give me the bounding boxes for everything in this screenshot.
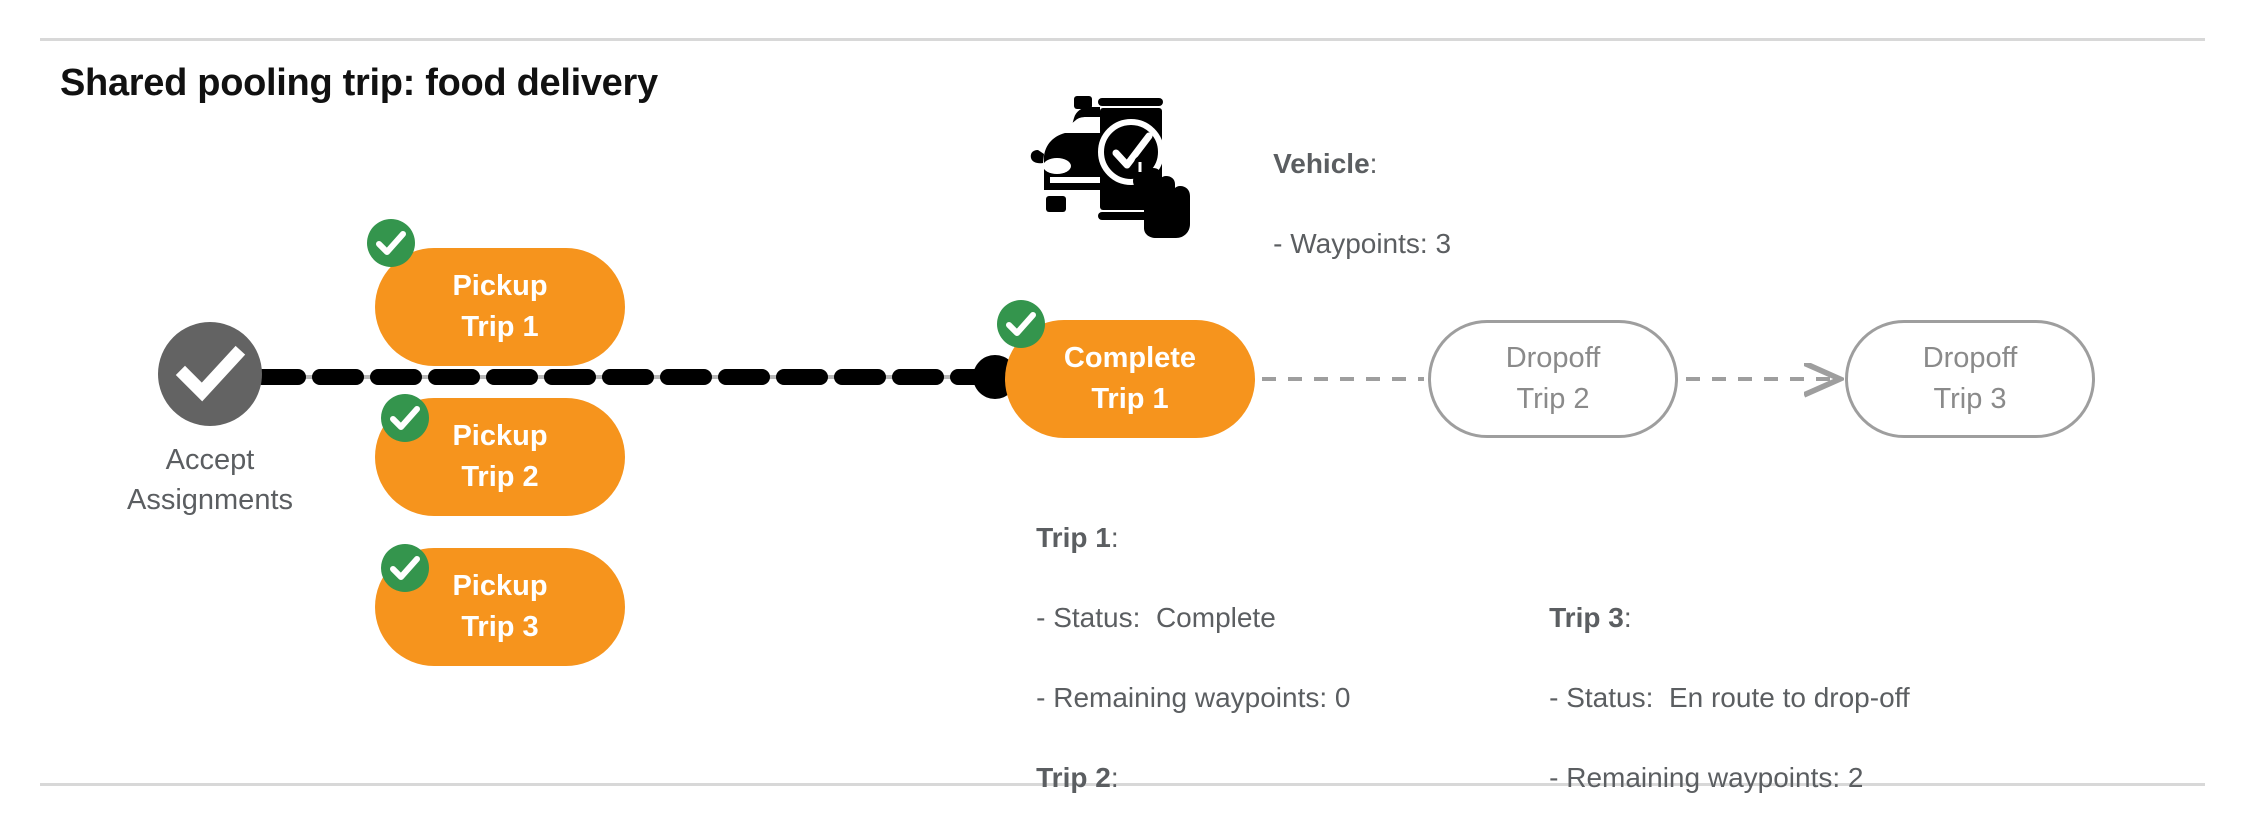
trip-1-heading: Trip 1 bbox=[1036, 522, 1111, 553]
node-dropoff-trip-2-line1: Dropoff bbox=[1505, 342, 1601, 374]
vehicle-info-waypoints: - Waypoints: 3 bbox=[1273, 228, 1452, 259]
vehicle-info-heading: Vehicle bbox=[1273, 148, 1370, 179]
trip-3-heading: Trip 3 bbox=[1549, 602, 1624, 633]
node-complete-trip-1-line2: Trip 1 bbox=[1091, 383, 1169, 415]
node-pickup-trip-2-line1: Pickup bbox=[452, 420, 548, 452]
accept-assignments-node[interactable] bbox=[158, 322, 262, 426]
node-dropoff-trip-3-line1: Dropoff bbox=[1922, 342, 2018, 374]
node-pickup-trip-1[interactable]: Pickup Trip 1 bbox=[375, 248, 625, 366]
vehicle-info-block: Vehicle: - Waypoints: 3 bbox=[1242, 104, 1451, 304]
node-pickup-trip-2-line2: Trip 2 bbox=[461, 461, 539, 493]
node-complete-trip-1-line1: Complete bbox=[1063, 342, 1197, 374]
node-pickup-trip-2[interactable]: Pickup Trip 2 bbox=[375, 398, 625, 516]
car-phone-check-icon bbox=[1030, 78, 1200, 238]
trip-details-left: Trip 1: - Status: Complete - Remaining w… bbox=[1036, 522, 1351, 793]
trip-1-waypoints: - Remaining waypoints: 0 bbox=[1036, 682, 1351, 713]
bottom-divider bbox=[40, 783, 2205, 786]
check-badge-icon-pickup-1 bbox=[367, 219, 415, 267]
check-badge-icon-complete-1 bbox=[997, 300, 1045, 348]
accept-label-line1: Accept bbox=[165, 444, 255, 476]
node-pickup-trip-3-line2: Trip 3 bbox=[461, 611, 539, 643]
node-complete-trip-1[interactable]: Complete Trip 1 bbox=[1005, 320, 1255, 438]
node-pickup-trip-1-line1: Pickup bbox=[452, 270, 548, 302]
check-circle-icon bbox=[158, 322, 262, 426]
page-title: Shared pooling trip: food delivery bbox=[60, 62, 658, 104]
vehicle-info-heading-suffix: : bbox=[1369, 148, 1378, 179]
node-dropoff-trip-2[interactable]: Dropoff Trip 2 bbox=[1428, 320, 1678, 438]
check-badge-icon-pickup-2 bbox=[381, 394, 429, 442]
trip-details-right: Trip 3: - Status: En route to drop-off -… bbox=[1549, 602, 1910, 793]
trip-2-heading: Trip 2 bbox=[1036, 762, 1111, 793]
node-pickup-trip-3-line1: Pickup bbox=[452, 570, 548, 602]
trip-3-status: - Status: En route to drop-off bbox=[1549, 682, 1910, 713]
trip-1-status: - Status: Complete bbox=[1036, 602, 1276, 633]
node-dropoff-trip-3-line2: Trip 3 bbox=[1933, 383, 2007, 415]
accept-assignments-label: Accept Assignments bbox=[60, 440, 360, 520]
trip-3-waypoints: - Remaining waypoints: 2 bbox=[1549, 762, 1864, 793]
check-badge-icon-pickup-3 bbox=[381, 544, 429, 592]
node-dropoff-trip-2-line2: Trip 2 bbox=[1516, 383, 1590, 415]
top-divider bbox=[40, 38, 2205, 41]
accept-label-line2: Assignments bbox=[126, 484, 293, 516]
node-dropoff-trip-3[interactable]: Dropoff Trip 3 bbox=[1845, 320, 2095, 438]
node-pickup-trip-1-line2: Trip 1 bbox=[461, 311, 539, 343]
